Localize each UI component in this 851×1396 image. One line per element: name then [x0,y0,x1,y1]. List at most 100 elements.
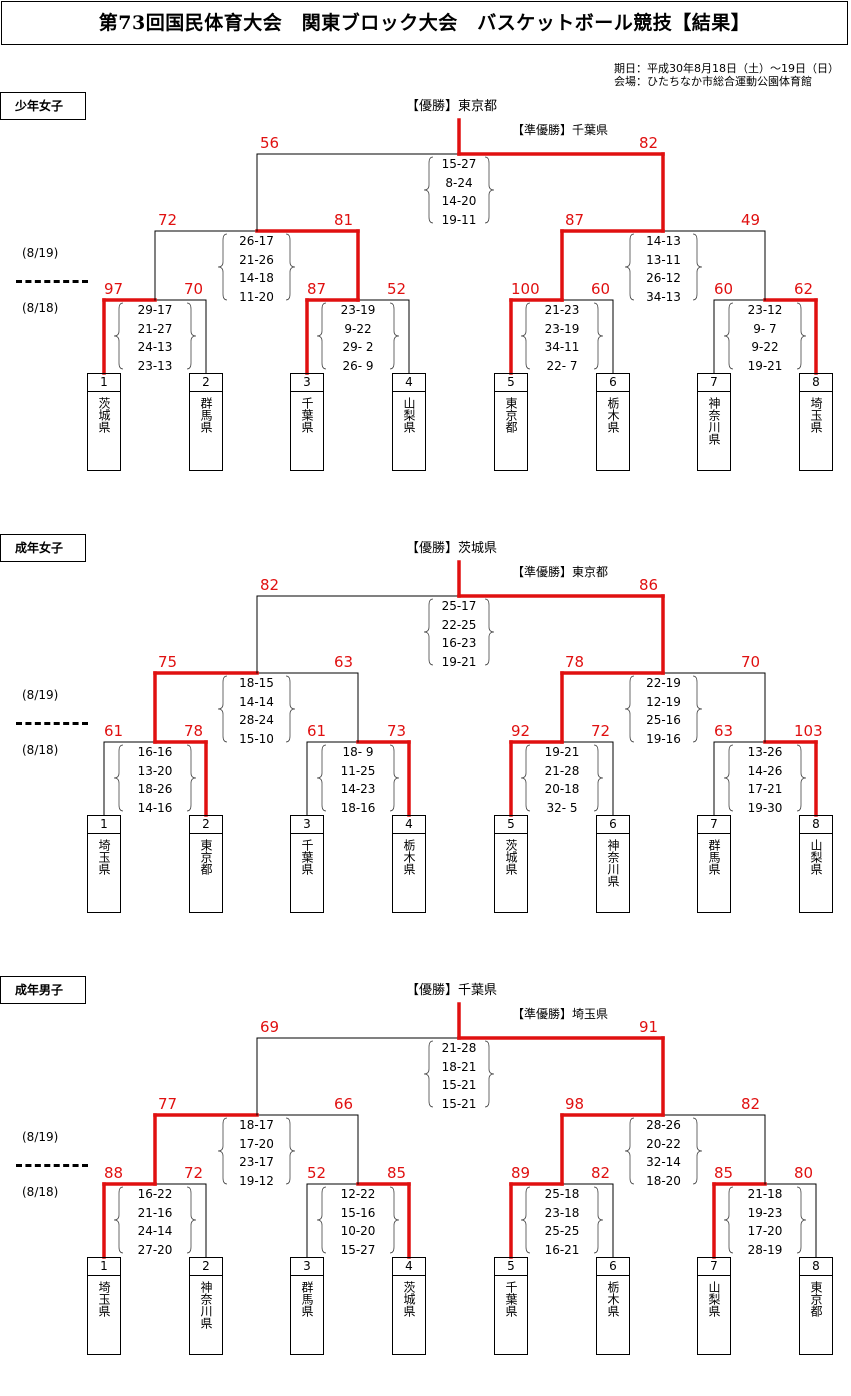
score-brace [593,302,604,370]
score-brace [723,1186,734,1254]
quarter-score: 24-13 [137,340,173,354]
score-team-a: 75 [158,653,178,671]
team-name: 東京都 [504,397,518,433]
score-brace [113,302,124,370]
quarter-score: 29- 2 [342,340,374,354]
quarter-score: 22-19 [646,676,681,690]
score-brace [520,744,531,812]
score-team-a: 87 [565,211,585,229]
score-team-a: 98 [565,1095,585,1113]
team-number: 7 [698,1258,730,1276]
quarter-score: 26-17 [239,234,274,248]
quarter-score: 19-16 [646,731,681,746]
quarter-score: 20-22 [646,1136,681,1151]
score-brace [624,1117,635,1185]
date-divider [16,1164,88,1167]
score-brace [692,233,703,301]
team-name: 茨城県 [504,839,518,875]
team-number: 8 [800,816,832,834]
quarter-score: 25-17 [441,599,477,613]
quarter-score: 19-11 [441,212,477,227]
quarter-score: 13-20 [137,763,173,778]
quarter-scores: 28-26 20-22 32-14 18-20 [629,1116,699,1190]
bracket-lines [103,560,818,817]
score-brace [593,744,604,812]
quarter-score: 28-26 [646,1118,681,1132]
quarter-score: 8-24 [445,175,473,190]
team-name: 群馬県 [199,397,213,433]
team-box: 5 東京都 [494,373,528,471]
score-team-a: 77 [158,1095,178,1113]
quarter-score: 14-16 [137,800,173,815]
score-team-b: 60 [591,280,611,298]
score-team-b: 70 [741,653,761,671]
quarter-score: 19-23 [747,1205,783,1220]
team-number: 5 [495,374,527,392]
score-team-a: 82 [260,576,280,594]
score-team-b: 49 [741,211,761,229]
quarter-score: 19-21 [747,358,783,373]
quarter-score: 25-16 [646,713,681,727]
team-name: 栃木県 [606,397,620,433]
score-brace [624,233,635,301]
team-number: 7 [698,374,730,392]
quarter-score: 32-14 [646,1155,681,1169]
team-name: 栃木県 [606,1281,620,1317]
score-brace [423,598,434,666]
quarter-score: 23-19 [340,303,376,317]
score-team-a: 56 [260,134,280,152]
team-number: 6 [597,1258,629,1276]
quarter-score: 34-13 [646,289,681,304]
quarter-score: 17-21 [747,782,783,796]
quarter-score: 21-27 [137,321,173,336]
team-number: 2 [190,816,222,834]
quarter-score: 14-14 [239,694,274,709]
team-name: 神奈川県 [707,397,721,445]
quarter-score: 23-12 [747,303,783,317]
quarter-score: 25-18 [544,1187,580,1201]
date-day1: (8/18) [22,743,59,757]
page-title: 第73回国民体育大会 関東ブロック大会 バスケットボール競技【結果】 [1,1,848,45]
score-team-a: 61 [307,722,327,740]
score-team-a: 85 [714,1164,734,1182]
score-brace [113,1186,124,1254]
score-team-a: 69 [260,1018,280,1036]
date-day1: (8/18) [22,1185,59,1199]
quarter-score: 28-19 [747,1242,783,1257]
score-team-b: 78 [184,722,204,740]
score-team-b: 82 [741,1095,761,1113]
quarter-score: 14-20 [441,194,477,208]
quarter-score: 20-18 [544,782,580,796]
score-brace [484,1040,495,1108]
score-team-b: 72 [591,722,611,740]
runner-up-label: 【準優勝】埼玉県 [512,1007,609,1021]
score-brace [520,302,531,370]
quarter-score: 18- 9 [342,745,374,759]
score-brace [484,598,495,666]
quarter-score: 18-20 [646,1173,681,1188]
quarter-score: 26-12 [646,271,681,285]
quarter-score: 26- 9 [342,358,374,373]
score-brace [186,302,197,370]
score-team-b: 73 [387,722,407,740]
score-team-b: 70 [184,280,204,298]
quarter-score: 19-21 [441,654,477,669]
quarter-score: 28-24 [239,713,274,727]
